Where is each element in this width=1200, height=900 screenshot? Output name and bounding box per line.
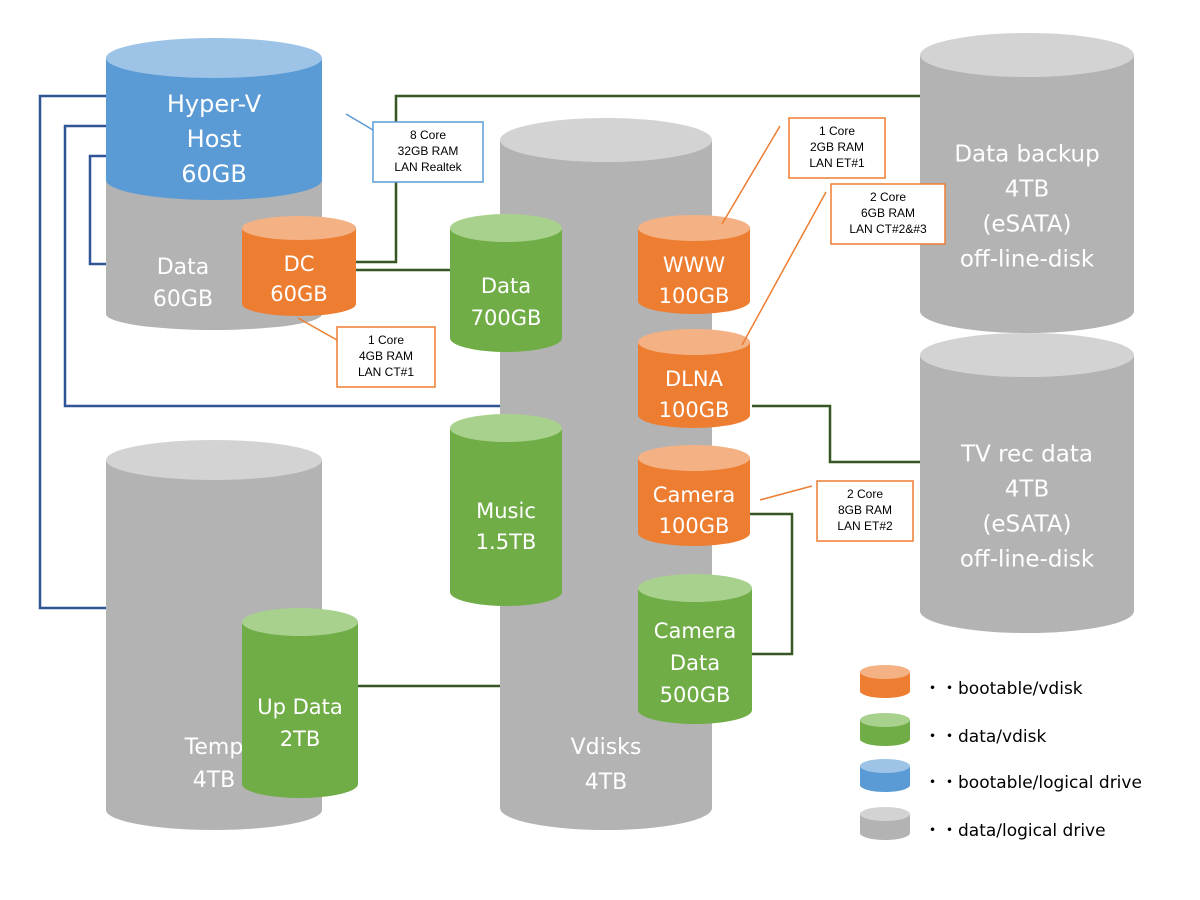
dlna-spec-note-leader xyxy=(741,191,827,346)
camera-data-vdisk-label-2: 500GB xyxy=(660,683,731,707)
host-spec-note-line-1: 32GB RAM xyxy=(398,144,459,158)
data-host-drive-label-1: 60GB xyxy=(153,287,213,312)
host-spec-note-line-2: LAN Realtek xyxy=(394,160,462,174)
legend-item-orange: ・・bootable/vdisk xyxy=(860,665,1083,699)
music-vdisk-label-1: 1.5TB xyxy=(476,530,537,554)
legend-label-gray: ・・data/logical drive xyxy=(924,821,1106,841)
www-vdisk: WWW 100GB xyxy=(638,215,750,314)
camera-spec-note-leader xyxy=(759,485,813,501)
data-vdisk-label-0: Data xyxy=(481,274,531,298)
www-vdisk-label-1: 100GB xyxy=(659,284,730,308)
vdisks-drive-label-1: 4TB xyxy=(585,770,628,795)
up-data-vdisk-label-1: 2TB xyxy=(280,727,321,751)
music-vdisk-label-0: Music xyxy=(476,499,536,523)
dlna-vdisk-label-1: 100GB xyxy=(659,398,730,422)
music-vdisk: Music 1.5TB xyxy=(450,414,562,606)
dc-spec-note-line-1: 4GB RAM xyxy=(359,349,413,363)
camera-spec-note-line-1: 8GB RAM xyxy=(838,503,892,517)
up-data-vdisk: Up Data 2TB xyxy=(242,608,358,798)
data-backup-drive: Data backup 4TB (eSATA) off-line-disk xyxy=(920,33,1134,333)
camera-spec-note: 2 Core 8GB RAM LAN ET#2 xyxy=(759,480,914,542)
dc-spec-note-line-2: LAN CT#1 xyxy=(358,365,414,379)
line-host-to-temp xyxy=(38,94,106,610)
camera-vdisk-label-0: Camera xyxy=(653,483,735,507)
data-backup-drive-label-2: (eSATA) xyxy=(982,212,1071,238)
line-camera-to-cameradata xyxy=(750,512,794,656)
legend: ・・bootable/vdisk ・・data/vdisk ・・bootable/l… xyxy=(860,665,1142,841)
hyperv-host-drive-label-0: Hyper-V xyxy=(167,90,262,118)
hyperv-host-drive: Hyper-V Host 60GB xyxy=(106,38,322,200)
www-spec-note-line-0: 1 Core xyxy=(819,124,855,138)
tv-rec-drive-label-1: 4TB xyxy=(1005,477,1049,503)
tv-rec-drive-label-0: TV rec data xyxy=(960,442,1093,468)
tv-rec-drive-label-3: off-line-disk xyxy=(960,547,1095,573)
up-data-vdisk-label-0: Up Data xyxy=(257,695,343,719)
line-host-to-vdisks xyxy=(63,124,500,408)
dc-vdisk-label-0: DC xyxy=(284,252,315,276)
cylinders: Data 60GB Hyper-V Host 60GB DC 60GB Vdisks 4TB Te… xyxy=(106,33,1134,830)
camera-spec-note-line-2: LAN ET#2 xyxy=(837,519,893,533)
temp-drive-label-0: Temp xyxy=(184,735,244,760)
data-backup-drive-label-3: off-line-disk xyxy=(960,247,1095,273)
dlna-vdisk: DLNA 100GB xyxy=(638,329,750,428)
camera-vdisk-label-1: 100GB xyxy=(659,514,730,538)
data-backup-drive-label-0: Data backup xyxy=(954,142,1099,168)
legend-item-gray: ・・data/logical drive xyxy=(860,807,1106,841)
camera-data-vdisk-label-1: Data xyxy=(670,651,720,675)
camera-vdisk: Camera 100GB xyxy=(638,445,750,546)
www-spec-note-line-1: 2GB RAM xyxy=(810,140,864,154)
legend-label-orange: ・・bootable/vdisk xyxy=(924,679,1083,699)
www-spec-note: 1 Core 2GB RAM LAN ET#1 xyxy=(721,117,886,225)
dlna-spec-note-line-0: 2 Core xyxy=(870,190,906,204)
vdisks-drive-label-0: Vdisks xyxy=(571,735,642,760)
legend-item-green: ・・data/vdisk xyxy=(860,713,1046,747)
dlna-spec-note: 2 Core 6GB RAM LAN CT#2&#3 xyxy=(741,183,946,346)
line-dlna-to-tvrec xyxy=(752,404,920,464)
data-host-drive-label-0: Data xyxy=(157,255,210,280)
dlna-vdisk-label-0: DLNA xyxy=(665,367,724,391)
dc-spec-note-line-0: 1 Core xyxy=(368,333,404,347)
data-vdisk: Data 700GB xyxy=(450,214,562,352)
hyperv-host-drive-label-1: Host xyxy=(187,125,242,153)
line-host-to-data xyxy=(88,154,106,266)
dc-vdisk: DC 60GB xyxy=(242,216,356,316)
dc-spec-note: 1 Core 4GB RAM LAN CT#1 xyxy=(297,317,436,388)
dlna-spec-note-line-1: 6GB RAM xyxy=(861,206,915,220)
camera-spec-note-line-0: 2 Core xyxy=(847,487,883,501)
tv-rec-drive: TV rec data 4TB (eSATA) off-line-disk xyxy=(920,333,1134,633)
dc-spec-note-leader xyxy=(297,317,338,341)
camera-data-vdisk-label-0: Camera xyxy=(654,619,736,643)
data-vdisk-label-1: 700GB xyxy=(471,306,542,330)
dc-vdisk-label-1: 60GB xyxy=(270,282,327,306)
legend-item-blue: ・・bootable/logical drive xyxy=(860,759,1142,793)
spec-notes: 8 Core 32GB RAM LAN Realtek 1 Core 4GB RAM LA… xyxy=(297,113,946,542)
data-backup-drive-label-1: 4TB xyxy=(1005,177,1049,203)
host-spec-note-line-0: 8 Core xyxy=(410,128,446,142)
www-spec-note-line-2: LAN ET#1 xyxy=(809,156,865,170)
hyperv-host-drive-label-2: 60GB xyxy=(181,160,247,188)
connection-lines xyxy=(38,94,920,688)
dlna-spec-note-line-2: LAN CT#2&#3 xyxy=(849,222,927,236)
legend-label-green: ・・data/vdisk xyxy=(924,727,1046,747)
www-vdisk-label-0: WWW xyxy=(663,253,726,277)
www-spec-note-leader xyxy=(721,125,781,225)
tv-rec-drive-label-2: (eSATA) xyxy=(982,512,1071,538)
host-spec-note-leader xyxy=(345,113,374,131)
host-spec-note: 8 Core 32GB RAM LAN Realtek xyxy=(345,113,484,183)
legend-label-blue: ・・bootable/logical drive xyxy=(924,773,1142,793)
temp-drive-label-1: 4TB xyxy=(193,768,236,793)
